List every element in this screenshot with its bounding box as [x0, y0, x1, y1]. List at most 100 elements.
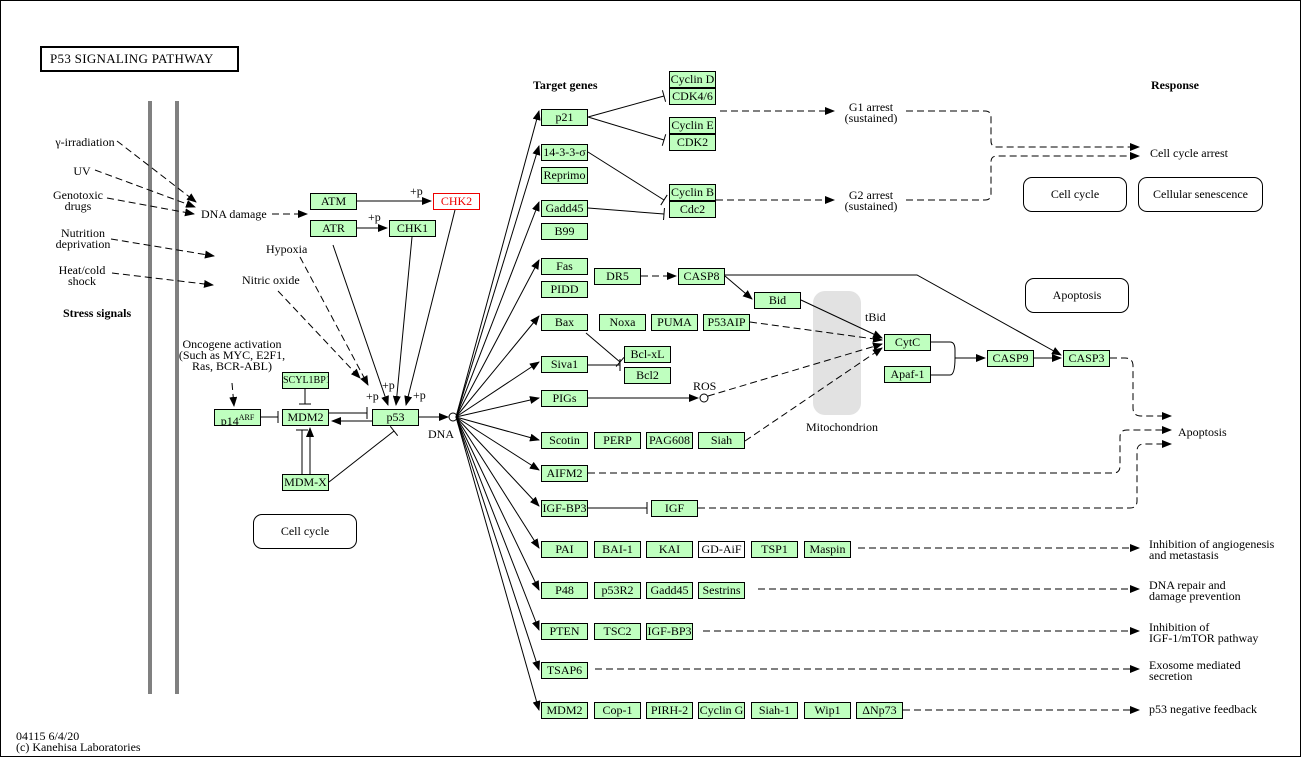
gene-atr[interactable]: ATR	[310, 220, 357, 237]
gene-p21[interactable]: p21	[541, 109, 588, 126]
dna-damage-label: DNA damage	[201, 207, 267, 221]
gene-pai[interactable]: PAI	[541, 541, 588, 558]
map-cellular-senescence[interactable]: Cellular senescence	[1138, 177, 1263, 212]
inhibition-bar	[661, 134, 667, 146]
gene-scotin[interactable]: Scotin	[541, 432, 588, 449]
gene-deltanp73[interactable]: ΔNp73	[856, 702, 903, 719]
gene-pirh2[interactable]: PIRH-2	[646, 702, 693, 719]
gene-cyclin-d[interactable]: Cyclin D	[669, 71, 716, 88]
gene-mdm2[interactable]: MDM2	[282, 409, 329, 426]
footer-copyright: (c) Kanehisa Laboratories	[16, 740, 141, 754]
gene-noxa[interactable]: Noxa	[599, 314, 646, 331]
gene-gd-aif[interactable]: GD-AiF	[698, 541, 745, 558]
map-cell-cycle[interactable]: Cell cycle	[1023, 177, 1127, 212]
gene-maspin[interactable]: Maspin	[804, 541, 851, 558]
gene-wip1[interactable]: Wip1	[804, 702, 851, 719]
gene-siah1[interactable]: Siah-1	[751, 702, 798, 719]
gene-mdm2-feedback[interactable]: MDM2	[541, 702, 588, 719]
gene-casp8[interactable]: CASP8	[678, 268, 725, 285]
stress-header: Stress signals	[63, 306, 132, 320]
edge-dna-target-12	[455, 416, 540, 631]
gene-perp[interactable]: PERP	[594, 432, 641, 449]
gene-bai1[interactable]: BAI-1	[594, 541, 641, 558]
gene-sestrins[interactable]: Sestrins	[698, 582, 745, 599]
gene-pidd[interactable]: PIDD	[541, 281, 588, 298]
gene-chk2[interactable]: CHK2	[433, 193, 480, 210]
gene-cytc[interactable]: CytC	[884, 334, 931, 351]
gene-siah[interactable]: Siah	[698, 432, 745, 449]
stress-nutrition-line2: deprivation	[55, 237, 111, 251]
gene-cyclin-b[interactable]: Cyclin B	[669, 184, 716, 201]
edge-aifm2-apoptosis	[588, 426, 1172, 474]
gene-reprimo[interactable]: Reprimo	[541, 167, 588, 184]
gene-cdk2[interactable]: CDK2	[669, 134, 716, 151]
edge-ros-cytc	[707, 342, 883, 397]
gene-igf-bp3[interactable]: IGF-BP3	[541, 500, 588, 517]
gene-cop1[interactable]: Cop-1	[594, 702, 641, 719]
oncogene-line3: Ras, BCR-ABL)	[191, 359, 272, 373]
edge-dna-target-0	[455, 110, 541, 418]
gene-tsp1[interactable]: TSP1	[751, 541, 798, 558]
edge-g2-arrest	[906, 152, 1140, 201]
mitochondrion-label: Mitochondrion	[806, 420, 878, 434]
map-apoptosis[interactable]: Apoptosis	[1025, 278, 1129, 313]
gene-pigs[interactable]: PIGs	[541, 390, 588, 407]
gene-b99[interactable]: B99	[541, 223, 588, 240]
gene-pag608[interactable]: PAG608	[646, 432, 693, 449]
gene-igf[interactable]: IGF	[651, 500, 698, 517]
edge-casp3-apoptosis	[1110, 357, 1172, 420]
response-header: Response	[1151, 78, 1200, 92]
edge-dna-target-6	[455, 396, 540, 418]
edge-bax-bcl	[585, 332, 621, 363]
gene-dr5[interactable]: DR5	[594, 268, 641, 285]
gene-bid[interactable]: Bid	[754, 292, 801, 309]
stress-uv: UV	[73, 164, 91, 178]
edge-nitric-oxide	[277, 290, 361, 379]
gene-kai[interactable]: KAI	[646, 541, 693, 558]
cell-cycle-arrest-label: Cell cycle arrest	[1150, 146, 1228, 160]
gene-gadd45-repair[interactable]: Gadd45	[646, 582, 693, 599]
gene-pten[interactable]: PTEN	[541, 623, 588, 640]
gene-cyclin-g[interactable]: Cyclin G	[698, 702, 745, 719]
gene-atm[interactable]: ATM	[310, 193, 357, 210]
gene-bcl-xl[interactable]: Bcl-xL	[624, 346, 671, 363]
gene-igf-bp3-mtor[interactable]: IGF-BP3	[646, 623, 693, 640]
gene-bcl2[interactable]: Bcl2	[624, 367, 671, 384]
gene-p53[interactable]: p53	[372, 409, 419, 426]
gene-puma[interactable]: PUMA	[651, 314, 698, 331]
edge-bid-cytc	[800, 299, 883, 339]
stress-gamma: γ-irradiation	[55, 135, 115, 149]
gene-p14arf[interactable]: p14ARF	[214, 409, 261, 426]
gene-p53r2[interactable]: p53R2	[594, 582, 641, 599]
edge-chk2-p53	[404, 209, 456, 406]
gene-cdk4-6[interactable]: CDK4/6	[669, 88, 716, 105]
gene-cyclin-e[interactable]: Cyclin E	[669, 117, 716, 134]
edge-casp8-casp3	[725, 274, 1062, 356]
gene-chk1[interactable]: CHK1	[389, 220, 436, 237]
phospho-label: +p	[368, 210, 381, 224]
gene-scyl1bp1[interactable]: SCYL1BP1	[282, 372, 329, 389]
gene-cdc2[interactable]: Cdc2	[669, 201, 716, 218]
gene-casp3[interactable]: CASP3	[1063, 350, 1110, 367]
gene-tsc2[interactable]: TSC2	[594, 623, 641, 640]
gene-bax[interactable]: Bax	[541, 314, 588, 331]
edge-hypoxia	[299, 256, 369, 386]
edge-dna-target-13	[455, 416, 540, 671]
outcome-dna-repair-line2: damage prevention	[1149, 589, 1241, 603]
gene-p53aip[interactable]: P53AIP	[703, 314, 750, 331]
gene-mdmx[interactable]: MDM-X	[282, 474, 329, 491]
gene-tsap6[interactable]: TSAP6	[541, 662, 588, 679]
gene-casp9[interactable]: CASP9	[987, 350, 1034, 367]
gene-14-3-3-sigma[interactable]: 14-3-3-σ	[541, 144, 588, 161]
gene-siva1[interactable]: Siva1	[541, 356, 588, 373]
map-cell-cycle-left[interactable]: Cell cycle	[253, 514, 357, 549]
gene-apaf1[interactable]: Apaf-1	[884, 366, 931, 383]
gene-fas[interactable]: Fas	[541, 258, 588, 275]
edge-atr-p53	[332, 244, 389, 406]
gene-gadd45[interactable]: Gadd45	[541, 200, 588, 217]
gene-p48[interactable]: P48	[541, 582, 588, 599]
phospho-label: +p	[410, 184, 423, 198]
gene-aifm2[interactable]: AIFM2	[541, 465, 588, 482]
outcome-angiogenesis-line2: and metastasis	[1149, 548, 1219, 562]
